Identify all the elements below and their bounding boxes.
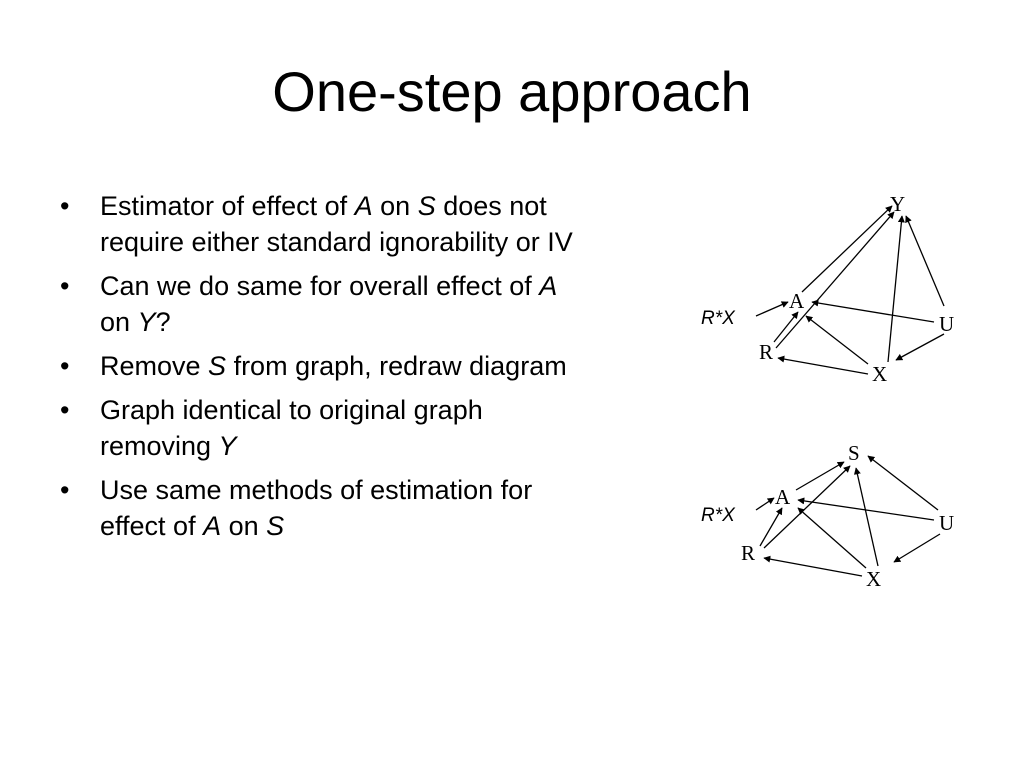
bullet-line: Use same methods of estimation for <box>100 472 710 508</box>
node-top-treatment: A <box>789 289 805 313</box>
text-run: Estimator of effect of <box>100 191 355 221</box>
interaction-label-top: R*X <box>701 308 736 329</box>
text-run: ? <box>155 307 171 337</box>
text-run: Graph identical to original graph <box>100 395 483 425</box>
edge-u-to-a <box>811 299 935 323</box>
edge-r-to-y <box>775 211 895 349</box>
text-run: Can we do same for overall effect of <box>100 271 540 301</box>
interaction-label-bottom: R*X <box>701 505 736 526</box>
node-bottom-outcome: S <box>848 441 860 465</box>
bullet-line: removing Y <box>100 428 710 464</box>
bullet-item: • Can we do same for overall effect of A… <box>60 268 710 340</box>
slide-title: One-step approach <box>272 60 752 123</box>
text-run: Use same methods of estimation for <box>100 475 533 505</box>
italic-symbol: A <box>203 511 222 541</box>
text-run: on <box>100 307 138 337</box>
text-run: Remove <box>100 351 209 381</box>
edge-u-to-s <box>867 455 939 511</box>
edge-u-to-x <box>893 533 941 563</box>
italic-symbol: A <box>354 191 373 221</box>
diagram-top <box>755 205 945 375</box>
text-run: does not <box>435 191 547 221</box>
bullet-dot: • <box>60 475 70 505</box>
edge-r-to-a <box>773 311 799 343</box>
italic-symbol: S <box>208 351 227 381</box>
bullet-line: Can we do same for overall effect of A <box>100 268 710 304</box>
node-bottom-confounder: U <box>939 511 954 535</box>
edge-u-to-x <box>895 333 945 361</box>
node-top-confounder: U <box>939 312 954 336</box>
edge-x-to-r <box>763 555 863 577</box>
edge-a-to-s <box>795 461 845 491</box>
edge-r-to-a <box>759 507 783 547</box>
node-bottom-covariate: X <box>866 567 881 591</box>
italic-symbol: Y <box>218 431 237 461</box>
node-bottom-treatment: A <box>775 485 791 509</box>
diagram-bottom <box>755 455 941 577</box>
bullet-item: • Remove S from graph, redraw diagram <box>60 348 710 384</box>
bullet-line: require either standard ignorability or … <box>100 224 710 260</box>
edge-a-to-y <box>801 205 893 293</box>
text-run: on <box>221 511 267 541</box>
bullet-dot: • <box>60 395 70 425</box>
bullet-line: on Y? <box>100 304 710 340</box>
edge-u-to-y <box>905 215 945 307</box>
edge-x-to-y <box>887 215 905 363</box>
bullet-dot: • <box>60 191 70 221</box>
edge-r-to-s <box>763 465 851 549</box>
text-run: require either standard ignorability or … <box>100 227 573 257</box>
italic-symbol: S <box>266 511 285 541</box>
bullet-line: effect of A on S <box>100 508 710 544</box>
edge-rx-to-a <box>755 301 789 317</box>
edge-x-to-r <box>777 355 869 375</box>
edge-rx-to-a <box>755 497 775 511</box>
bullet-list: • Estimator of effect of A on S does not… <box>60 188 710 552</box>
node-top-covariate: X <box>872 362 887 386</box>
bullet-item: • Use same methods of estimation for eff… <box>60 472 710 544</box>
node-top-instrument: R <box>759 340 773 364</box>
italic-symbol: A <box>539 271 558 301</box>
bullet-dot: • <box>60 351 70 381</box>
edge-x-to-a <box>797 507 867 569</box>
bullet-line: Remove S from graph, redraw diagram <box>100 348 710 384</box>
node-top-outcome: Y <box>890 192 905 216</box>
edge-x-to-s <box>853 467 879 567</box>
node-bottom-instrument: R <box>741 541 755 565</box>
edge-u-to-a <box>797 497 935 521</box>
text-run: removing <box>100 431 219 461</box>
text-run: on <box>372 191 418 221</box>
bullet-item: • Estimator of effect of A on S does not… <box>60 188 710 260</box>
italic-symbol: S <box>417 191 436 221</box>
bullet-dot: • <box>60 271 70 301</box>
text-run: effect of <box>100 511 204 541</box>
bullet-line: Estimator of effect of A on S does not <box>100 188 710 224</box>
text-run: from graph, redraw diagram <box>226 351 567 381</box>
bullet-line: Graph identical to original graph <box>100 392 710 428</box>
bullet-item: • Graph identical to original graph remo… <box>60 392 710 464</box>
edge-x-to-a <box>805 315 869 365</box>
italic-symbol: Y <box>137 307 156 337</box>
